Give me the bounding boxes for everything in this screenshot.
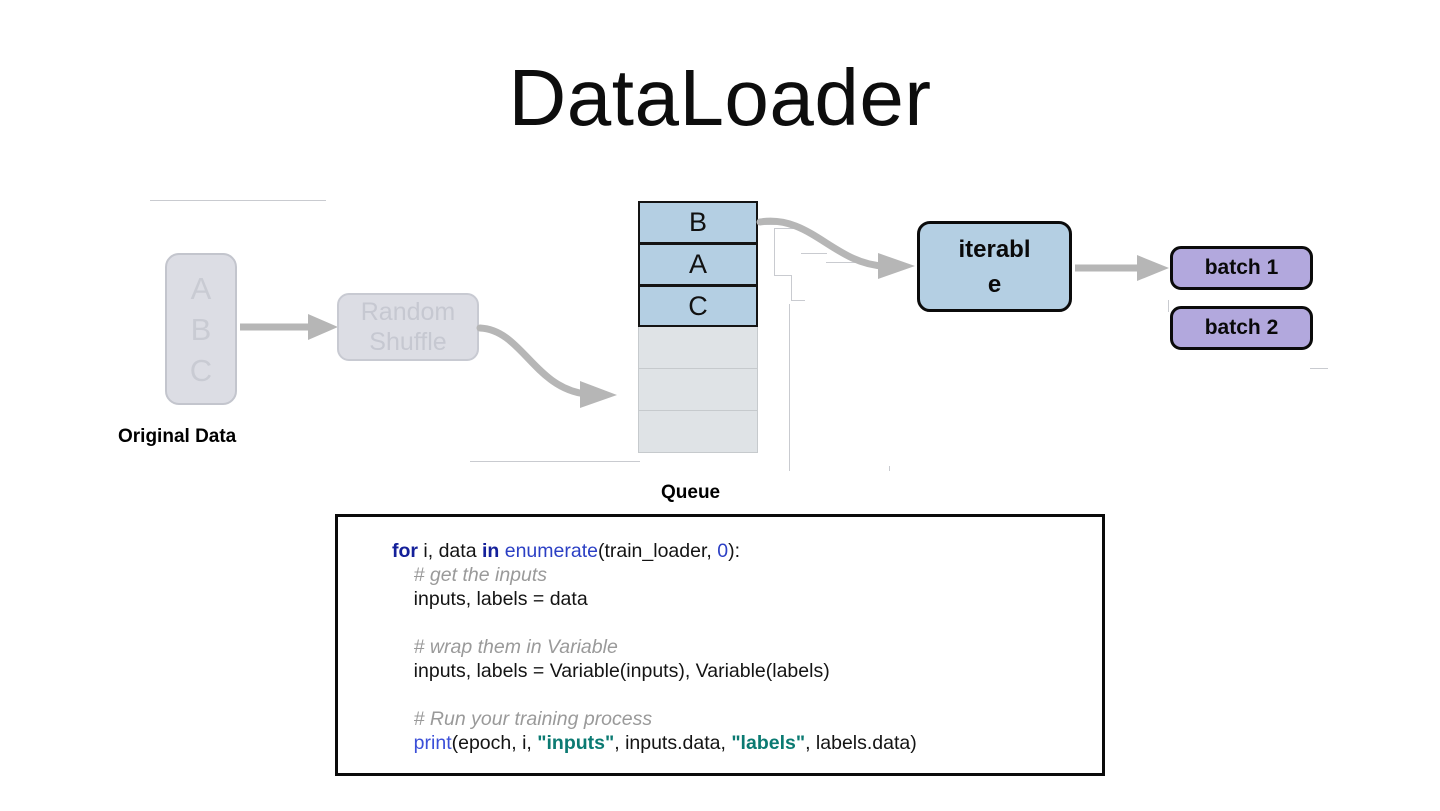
ghost-line-e xyxy=(826,262,858,263)
random-shuffle-line1: Random xyxy=(360,298,456,326)
queue-cell-empty[interactable] xyxy=(638,411,758,453)
ghost-line-top-left xyxy=(150,200,326,201)
code-line: inputs, labels = Variable(inputs), Varia… xyxy=(392,659,1102,683)
code-line: inputs, labels = data xyxy=(392,587,1102,611)
code-token: # Run your training process xyxy=(392,708,653,730)
queue-label: Queue xyxy=(661,482,721,503)
code-token: in xyxy=(481,540,500,562)
code-token: enumerate xyxy=(504,540,598,562)
ghost-vline-short-a xyxy=(774,228,775,276)
ghost-line-right xyxy=(1310,368,1328,369)
code-token: # get the inputs xyxy=(392,564,548,586)
code-token: i, data xyxy=(418,540,482,562)
code-token: # wrap them in Variable xyxy=(392,636,618,658)
code-token: inputs, labels = Variable(inputs), Varia… xyxy=(392,660,830,682)
original-data-box[interactable]: A B C xyxy=(165,253,237,405)
code-line xyxy=(392,683,1102,707)
ghost-tick-b xyxy=(889,466,890,471)
batch-2-box[interactable]: batch 2 xyxy=(1170,306,1313,350)
code-line xyxy=(392,611,1102,635)
code-token: ): xyxy=(728,540,740,562)
code-line: for i, data in enumerate(train_loader, 0… xyxy=(392,539,1102,563)
code-token: "labels" xyxy=(731,732,806,754)
iterable-box[interactable]: iterabl e xyxy=(917,221,1072,312)
iterable-line2: e xyxy=(987,270,1002,298)
iterable-line1: iterabl xyxy=(958,235,1031,263)
code-token: 0 xyxy=(717,540,729,562)
arrow-shuffle-to-queue xyxy=(476,324,617,408)
ghost-tick-right xyxy=(1168,300,1169,312)
ghost-vline-center xyxy=(789,304,790,468)
code-token: inputs, labels = data xyxy=(392,588,588,610)
queue-cell-empty[interactable] xyxy=(638,369,758,411)
code-snippet-box[interactable]: for i, data in enumerate(train_loader, 0… xyxy=(335,514,1105,776)
code-line: # get the inputs xyxy=(392,563,1102,587)
queue-cell-filled[interactable]: A xyxy=(638,243,758,285)
code-token: print xyxy=(413,732,452,754)
random-shuffle-box[interactable]: Random Shuffle xyxy=(337,293,479,361)
code-line: # Run your training process xyxy=(392,707,1102,731)
random-shuffle-line2: Shuffle xyxy=(369,328,447,356)
code-line: # wrap them in Variable xyxy=(392,635,1102,659)
queue-cell-filled[interactable]: C xyxy=(638,285,758,327)
code-token: , labels.data) xyxy=(805,732,917,754)
original-data-item-2: C xyxy=(189,352,213,388)
ghost-line-bottom-left xyxy=(470,461,640,462)
ghost-line-a xyxy=(774,228,796,229)
ghost-tick-a xyxy=(789,466,790,471)
queue-cell-empty[interactable] xyxy=(638,327,758,369)
original-data-label: Original Data xyxy=(118,426,237,447)
ghost-vline-short-b xyxy=(791,275,792,301)
code-token xyxy=(392,732,414,754)
original-data-item-0: A xyxy=(190,270,212,306)
ghost-line-b xyxy=(774,275,792,276)
code-token: "inputs" xyxy=(537,732,615,754)
queue-stack[interactable]: B A C xyxy=(638,201,758,453)
code-token: for xyxy=(392,540,418,562)
ghost-line-c xyxy=(791,300,805,301)
original-data-item-1: B xyxy=(190,311,212,347)
code-token: (epoch, i, xyxy=(451,732,538,754)
code-line: print(epoch, i, "inputs", inputs.data, "… xyxy=(392,731,1102,755)
arrow-original-to-shuffle xyxy=(240,314,338,340)
batch-1-box[interactable]: batch 1 xyxy=(1170,246,1313,290)
page-title: DataLoader xyxy=(508,53,932,142)
code-token: (train_loader, xyxy=(597,540,718,562)
queue-cell-filled[interactable]: B xyxy=(638,201,758,243)
ghost-line-d xyxy=(801,253,827,254)
arrow-iterable-to-batch xyxy=(1075,255,1169,281)
code-token: , inputs.data, xyxy=(614,732,732,754)
arrow-queue-to-iterable xyxy=(756,217,915,279)
code-snippet-text: for i, data in enumerate(train_loader, 0… xyxy=(338,517,1102,755)
